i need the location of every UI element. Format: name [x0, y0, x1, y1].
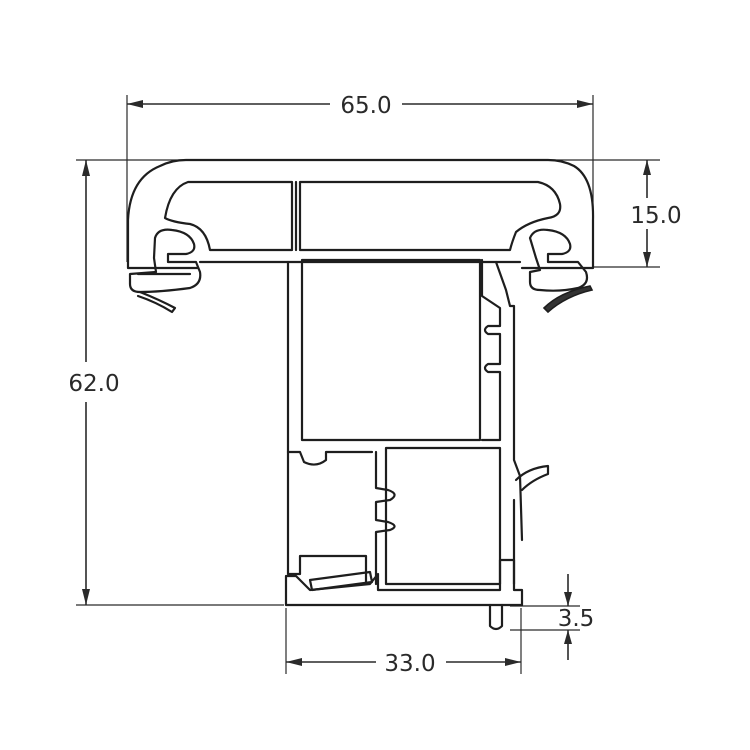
gasket-left	[128, 228, 202, 314]
dim-label-overall-width: 65.0	[340, 93, 391, 119]
dimension-overall-width: 65.0	[126, 93, 594, 262]
dimension-lower-width: 33.0	[285, 608, 522, 677]
dimension-lip-height: 3.5	[510, 574, 594, 660]
profile-head	[126, 158, 595, 270]
gasket-right	[528, 228, 594, 314]
profile-upper-chamber	[286, 258, 524, 542]
dimension-head-height: 15.0	[548, 159, 682, 268]
dim-label-head-height: 15.0	[630, 203, 681, 229]
dimension-overall-height: 62.0	[68, 159, 284, 606]
profile-base	[284, 558, 524, 631]
dim-label-lip-height: 3.5	[558, 606, 595, 632]
dim-label-lower-width: 33.0	[384, 651, 435, 677]
dim-label-overall-height: 62.0	[68, 371, 119, 397]
profile-lower-chamber	[286, 446, 550, 586]
